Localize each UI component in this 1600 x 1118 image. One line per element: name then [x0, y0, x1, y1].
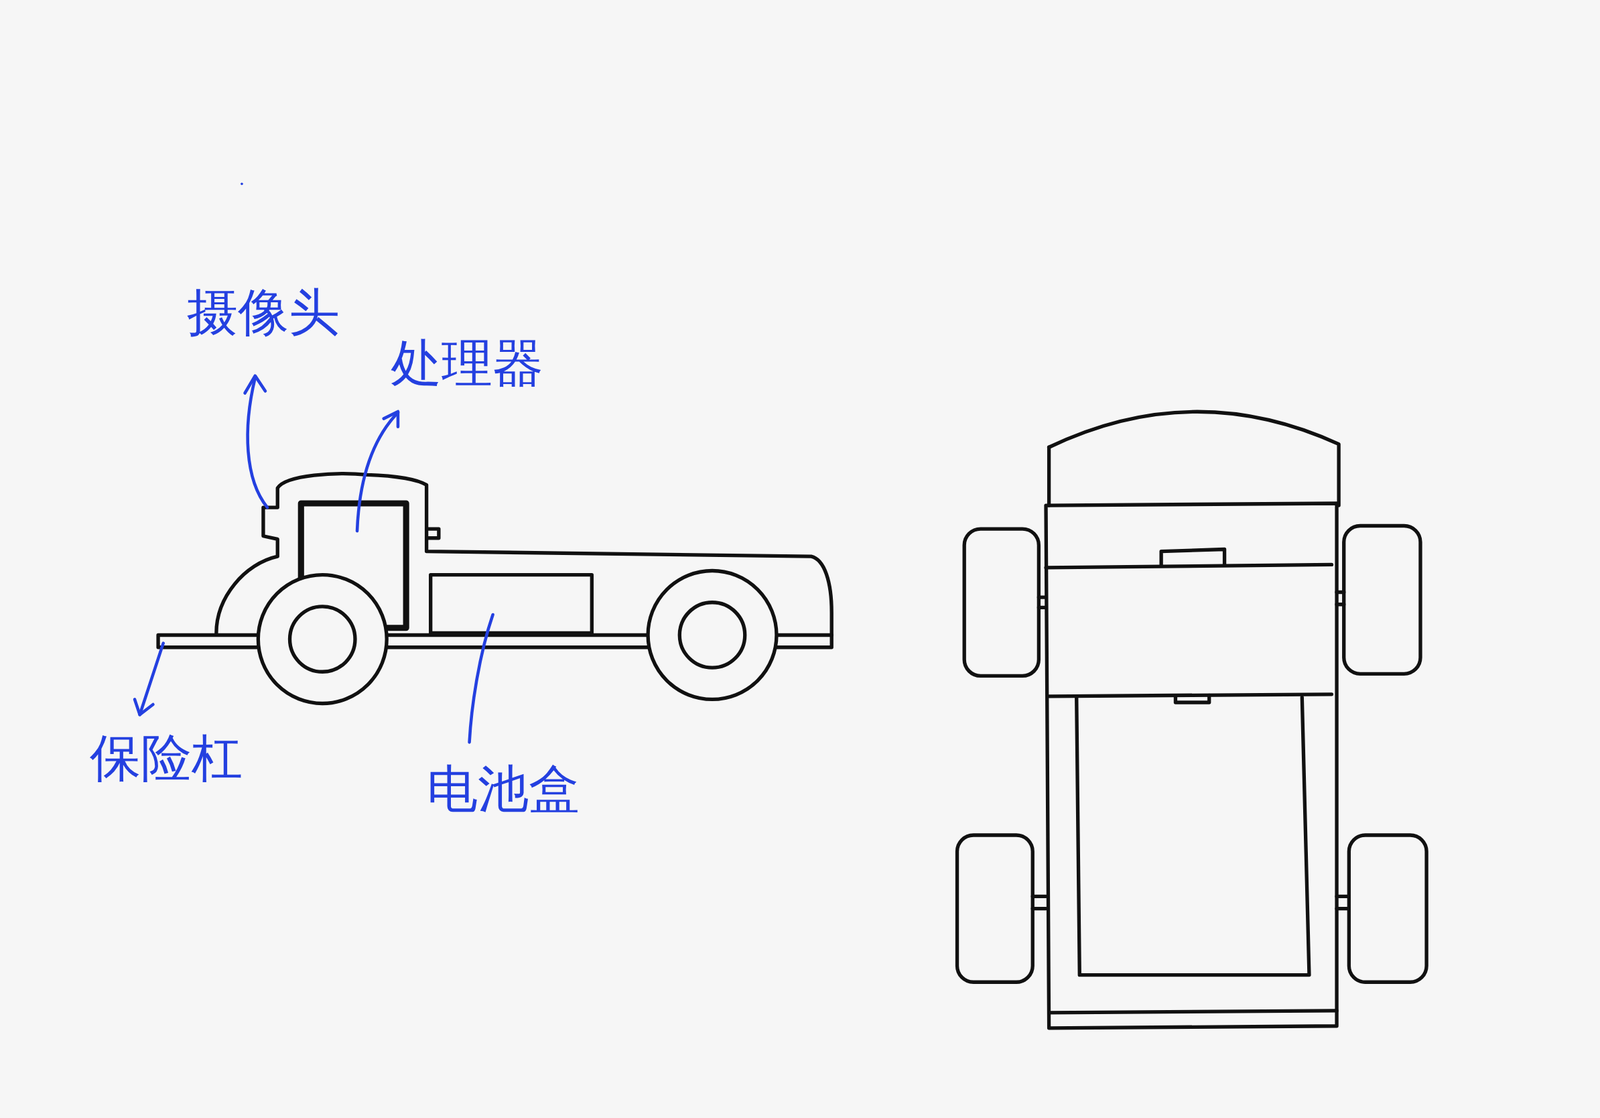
leader-line [357, 412, 398, 531]
part-label: 电池盒 [426, 760, 580, 817]
part-label: 摄像头 [186, 284, 340, 341]
leader-line [247, 377, 268, 508]
part-label: 处理器 [390, 335, 544, 392]
part-label: 保险杠 [89, 729, 243, 786]
leader-line [469, 614, 494, 742]
